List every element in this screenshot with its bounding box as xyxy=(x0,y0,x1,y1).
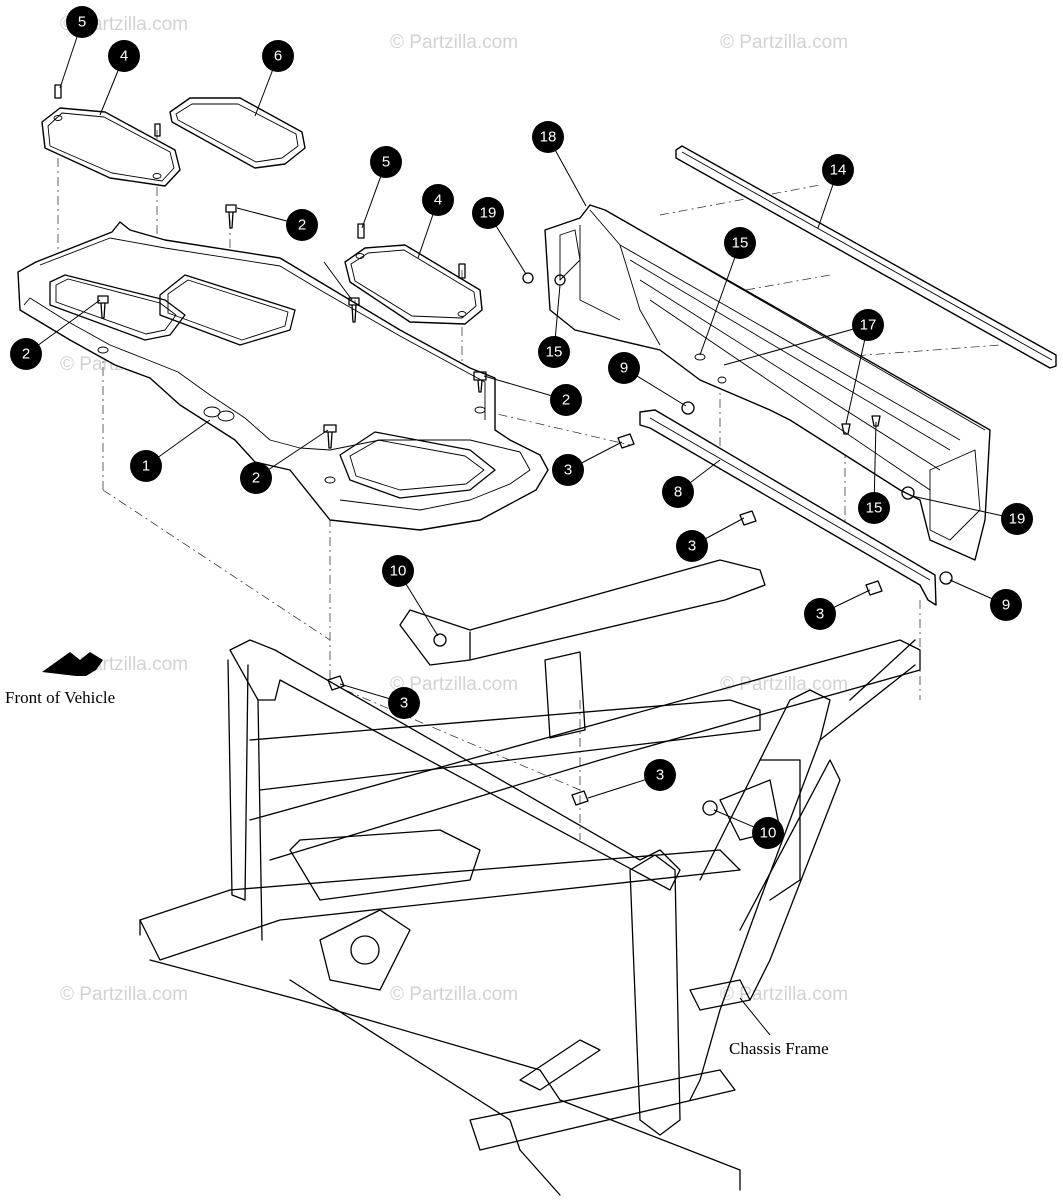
svg-text:10: 10 xyxy=(390,563,407,580)
svg-text:9: 9 xyxy=(1002,597,1010,614)
callout-3: 3 xyxy=(644,759,676,791)
svg-text:15: 15 xyxy=(732,235,749,252)
callout-17: 18 xyxy=(532,121,564,153)
callout-10: 10 xyxy=(382,555,414,587)
screws xyxy=(54,84,487,449)
callout-4: 4 xyxy=(422,184,454,216)
callout-6: 6 xyxy=(262,40,294,72)
watermark: © Partzilla.com xyxy=(720,674,848,695)
watermark: © Partzilla.com xyxy=(390,32,518,53)
svg-text:19: 19 xyxy=(480,205,497,222)
svg-text:6: 6 xyxy=(274,48,282,65)
access-cover-center xyxy=(344,244,483,325)
cover-plate-6 xyxy=(169,97,306,169)
callout-15: 15 xyxy=(538,336,570,368)
callout-3: 3 xyxy=(552,454,584,486)
clips xyxy=(327,272,953,816)
svg-text:3: 3 xyxy=(656,767,664,784)
svg-text:2: 2 xyxy=(22,346,30,363)
callout-3: 3 xyxy=(804,598,836,630)
rear-strip xyxy=(675,145,1057,369)
front-arrow-icon xyxy=(42,652,103,676)
callout-2: 2 xyxy=(550,384,582,416)
watermark: © Partzilla.com xyxy=(720,984,848,1005)
svg-text:3: 3 xyxy=(688,538,696,555)
callouts: 5 4 6 2 2 5 4 2 1 2 3 8 3 3 9 9 18 14 19… xyxy=(10,6,1033,849)
callout-5: 5 xyxy=(66,6,98,38)
svg-text:8: 8 xyxy=(674,484,682,501)
watermark: © Partzilla.com xyxy=(720,32,848,53)
svg-text:10: 10 xyxy=(760,825,777,842)
svg-text:15: 15 xyxy=(866,500,883,517)
svg-text:14: 14 xyxy=(830,162,847,179)
callout-4: 4 xyxy=(108,40,140,72)
chassis-frame xyxy=(139,559,921,1196)
watermark: © Partzilla.com xyxy=(390,984,518,1005)
svg-text:18: 18 xyxy=(540,129,557,146)
floor-panel xyxy=(17,221,549,531)
svg-text:2: 2 xyxy=(252,470,260,487)
callout-19: 19 xyxy=(1001,503,1033,535)
support-bracket xyxy=(639,409,937,606)
svg-text:3: 3 xyxy=(400,695,408,712)
svg-text:5: 5 xyxy=(78,14,86,31)
watermark: © Partzilla.com xyxy=(390,674,518,695)
callout-2: 2 xyxy=(240,462,272,494)
svg-text:1: 1 xyxy=(142,458,150,475)
callout-2: 2 xyxy=(10,338,42,370)
svg-text:9: 9 xyxy=(620,360,628,377)
svg-text:17: 17 xyxy=(860,317,877,334)
callout-15: 15 xyxy=(724,227,756,259)
callout-3: 3 xyxy=(388,687,420,719)
svg-text:3: 3 xyxy=(564,462,572,479)
front-of-vehicle-label: Front of Vehicle xyxy=(5,688,115,707)
watermark: © Partzilla.com xyxy=(60,984,188,1005)
callout-3: 3 xyxy=(676,530,708,562)
chassis-frame-label: Chassis Frame xyxy=(729,1039,829,1058)
callout-19: 19 xyxy=(472,197,504,229)
svg-text:2: 2 xyxy=(562,392,570,409)
rear-bulkhead xyxy=(544,204,991,561)
callout-9: 9 xyxy=(990,589,1022,621)
svg-text:4: 4 xyxy=(434,192,442,209)
svg-text:3: 3 xyxy=(816,606,824,623)
callout-18: 17 xyxy=(852,309,884,341)
callout-2: 2 xyxy=(286,209,318,241)
callout-9: 9 xyxy=(608,352,640,384)
leader-line xyxy=(739,997,771,1036)
svg-text:4: 4 xyxy=(120,48,128,65)
callout-15: 15 xyxy=(858,492,890,524)
access-cover-left xyxy=(41,107,181,187)
svg-text:19: 19 xyxy=(1009,511,1026,528)
svg-text:2: 2 xyxy=(298,217,306,234)
callout-8: 8 xyxy=(662,476,694,508)
svg-text:15: 15 xyxy=(546,344,563,361)
svg-text:5: 5 xyxy=(382,154,390,171)
callout-10: 10 xyxy=(752,817,784,849)
callout-14: 14 xyxy=(822,154,854,186)
callout-5: 5 xyxy=(370,146,402,178)
callout-1: 1 xyxy=(130,450,162,482)
